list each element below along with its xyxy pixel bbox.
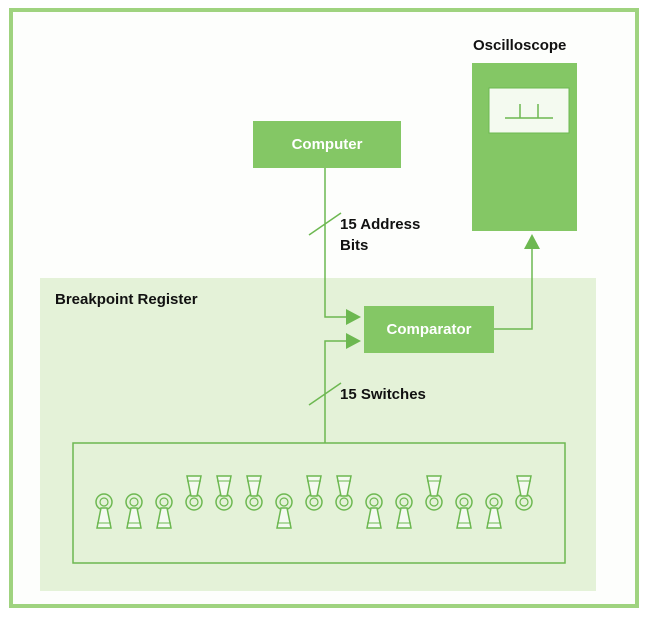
address-bits-label-line2: Bits <box>340 237 369 254</box>
comparator-bottom-arrowhead <box>346 333 361 349</box>
toggle-switch <box>365 493 383 529</box>
address-bits-label-line1: 15 Address <box>340 216 421 233</box>
switches-label: 15 Switches <box>340 386 426 403</box>
breakpoint-register-label: Breakpoint Register <box>55 291 198 308</box>
comparator-label: Comparator <box>386 321 472 338</box>
toggle-switch <box>155 493 173 529</box>
toggle-switch <box>185 475 203 511</box>
toggle-switch <box>125 493 143 529</box>
breakpoint-register-panel <box>40 278 596 591</box>
toggle-switch <box>305 475 323 511</box>
toggle-switch <box>275 493 293 529</box>
toggle-switch <box>215 475 233 511</box>
toggle-switch <box>395 493 413 529</box>
oscilloscope-label: Oscilloscope <box>473 37 567 54</box>
switch-group <box>95 475 533 529</box>
switches-to-comparator-line <box>324 340 347 443</box>
toggle-switch <box>455 493 473 529</box>
switches-slash <box>308 382 342 406</box>
switch-bank-box <box>72 442 566 564</box>
computer-box <box>253 121 401 168</box>
toggle-switch <box>515 475 533 511</box>
computer-to-comparator-line <box>324 168 347 318</box>
oscilloscope-arrowhead <box>524 234 540 249</box>
comparator-box <box>364 306 494 353</box>
computer-label: Computer <box>291 136 363 153</box>
toggle-switch <box>425 475 443 511</box>
toggle-switch <box>485 493 503 529</box>
toggle-switch <box>245 475 263 511</box>
toggle-switch <box>95 493 113 529</box>
comparator-top-arrowhead <box>346 309 361 325</box>
address-bits-slash <box>308 212 342 236</box>
comparator-to-oscilloscope-line <box>494 248 533 330</box>
oscilloscope-trace <box>505 104 553 119</box>
toggle-switch <box>335 475 353 511</box>
oscilloscope-screen <box>488 87 570 134</box>
